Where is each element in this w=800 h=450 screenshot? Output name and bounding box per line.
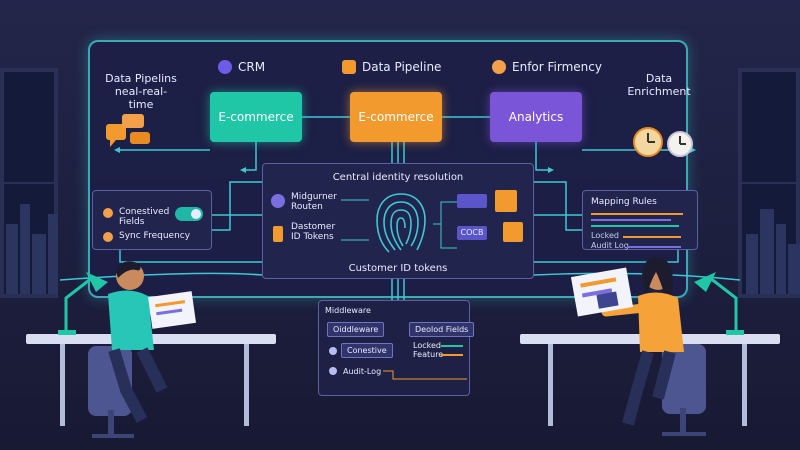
router-connector: [341, 199, 369, 241]
mapping-rules-title: Mapping Rules: [591, 197, 657, 207]
audit-log-label[interactable]: Audit-Log: [343, 367, 382, 376]
ecommerce-node-orange[interactable]: E-commerce: [350, 92, 442, 142]
window-right: [738, 68, 800, 298]
person-left: [88, 261, 197, 438]
data-pipeline-label: Data Pipeline: [342, 60, 441, 74]
analytics-node[interactable]: Analytics: [490, 92, 582, 142]
code-connector: [433, 201, 457, 249]
data-pipelines-caption: Data Pipelins neal-real-time: [105, 72, 177, 112]
music-note-icon: [495, 190, 517, 212]
fields-settings-panel: Conestived Fields Sync Frequency: [92, 190, 212, 250]
locked-feature-label: Locked Feature: [413, 341, 444, 360]
sync-frequency-item[interactable]: Sync Frequency: [103, 231, 190, 242]
crm-label: CRM: [218, 60, 265, 74]
mapping-bar: [591, 219, 671, 221]
lamp-left: [58, 272, 108, 335]
status-bar: [441, 354, 463, 356]
locked-item[interactable]: Locked: [591, 231, 619, 240]
desk-leg: [548, 344, 553, 426]
fingerprint-icon: [376, 193, 426, 253]
code-chip: COCB: [457, 226, 487, 240]
desk-leg: [60, 344, 65, 426]
crm-icon: [218, 60, 232, 74]
desk-leg: [244, 344, 249, 426]
middleware-panel: Middleware Oiddleware Deolod Fields Cone…: [318, 300, 475, 396]
bullet-icon: [103, 232, 113, 242]
mapping-bar: [623, 236, 681, 238]
users-icon: [271, 194, 285, 208]
mapping-bar: [591, 213, 683, 215]
data-enrichment-caption: Data Enrichment: [627, 72, 691, 99]
ecommerce-node-teal[interactable]: E-commerce: [210, 92, 302, 142]
tokens-label: Dastomer ID Tokens: [291, 222, 336, 243]
audit-log-item[interactable]: Audit Log: [591, 241, 629, 250]
conestive-chip[interactable]: Conestive: [341, 343, 393, 358]
flow-chip: [457, 194, 487, 208]
status-bar: [441, 345, 463, 347]
middleware-chip[interactable]: Oiddleware: [327, 322, 385, 337]
decoded-fields-chip[interactable]: Deolod Fields: [409, 322, 475, 337]
mapping-rules-panel: Mapping Rules Locked Audit Log: [582, 190, 698, 250]
audit-connector: [383, 370, 467, 380]
window-left: [0, 68, 58, 298]
chat-bubbles-icon: [106, 114, 150, 147]
option-radio[interactable]: [329, 347, 337, 355]
gear-icon: [492, 60, 506, 74]
box-icon: [342, 60, 356, 74]
mapping-bar: [627, 246, 681, 248]
option-radio[interactable]: [329, 367, 337, 375]
person-right: [570, 257, 706, 436]
identity-resolution-title: Central identity resolution: [332, 172, 464, 183]
users-icon: [503, 222, 523, 242]
identity-resolution-panel: Central identity resolution Midgurner Ro…: [262, 163, 534, 279]
middleware-title: Middleware: [325, 306, 371, 315]
bullet-icon: [103, 208, 113, 218]
conestived-fields-item[interactable]: Conestived Fields: [103, 207, 169, 228]
clock-icon: [633, 127, 693, 157]
lamp-right: [694, 272, 744, 335]
enfor-label: Enfor Firmency: [492, 60, 602, 74]
token-icon: [273, 226, 283, 242]
sync-toggle[interactable]: [175, 207, 203, 221]
router-label: Midgurner Routen: [291, 192, 337, 213]
customer-id-tokens-label: Customer ID tokens: [348, 263, 448, 274]
mapping-bar: [591, 225, 679, 227]
desk-leg: [742, 344, 747, 426]
